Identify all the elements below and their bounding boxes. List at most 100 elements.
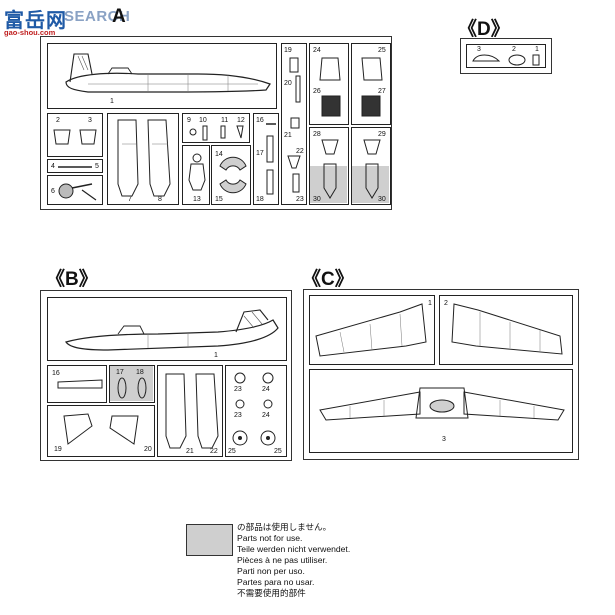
part-number: 10 [199, 117, 207, 124]
part-number: 1 [110, 98, 114, 105]
part-number: 24 [262, 412, 270, 419]
part-number: 27 [378, 88, 386, 95]
sprue-a-bay-4-5: 4 5 [47, 159, 103, 173]
part-number: 23 [296, 196, 304, 203]
watermark-url: gao-shou.com [4, 28, 56, 37]
sprue-a-bay-7-8: 7 8 [107, 113, 179, 205]
fuselage-outline-b [65, 309, 279, 351]
sprue-b-bay-16: 16 [47, 365, 107, 403]
part-number: 12 [237, 117, 245, 124]
canopy-parts-drawing [472, 54, 540, 66]
part-number: 25 [274, 448, 282, 455]
parts-28-30-drawing [321, 139, 339, 199]
sprue-b-frame: 1 16 17 18 19 20 21 22 [40, 290, 292, 461]
part-number: 19 [284, 47, 292, 54]
part-number: 1 [428, 300, 432, 307]
sprue-d-frame: 3 2 1 [460, 38, 552, 74]
part-number: 16 [52, 370, 60, 377]
part-number: 18 [256, 196, 264, 203]
part-number: 9 [187, 117, 191, 124]
not-for-use-shading [310, 166, 347, 203]
part-number: 2 [444, 300, 448, 307]
sprue-a-bay-25-27: 25 27 [351, 43, 391, 125]
part-number: 14 [215, 151, 223, 158]
parts-4-5-drawing [58, 166, 92, 168]
fuselage-outline-a [65, 53, 271, 93]
part-6-drawing [58, 183, 97, 201]
part-number: 15 [215, 196, 223, 203]
part-number: 4 [51, 163, 55, 170]
parts-21-22-drawing [165, 373, 219, 449]
legend-line-it: Parti non per uso. [237, 566, 305, 576]
legend-text: の部品は使用しません。 Parts not for use. Teile wer… [237, 522, 350, 599]
sprue-c-frame: 1 2 3 [303, 289, 579, 460]
sprue-a-bay-28-30: 28 30 [309, 127, 349, 205]
part-number: 23 [234, 412, 242, 419]
part-number: 20 [144, 446, 152, 453]
sprue-b-label: 《B》 [46, 269, 98, 290]
wing-left-drawing [315, 303, 427, 357]
wing-right-drawing [451, 303, 563, 355]
watermark-logo: 富岳网 SEARCH gao-shou.com [4, 4, 204, 37]
sprue-b-bay-17-18: 17 18 [109, 365, 155, 403]
part-number: 30 [313, 196, 321, 203]
sprue-c-label: 《C》 [302, 269, 354, 290]
sprue-a-bay-2-3: 2 3 [47, 113, 103, 157]
not-for-use-shading [352, 166, 389, 203]
part-number: 1 [535, 46, 539, 53]
part-number: 28 [313, 131, 321, 138]
legend-line-fr: Pièces à ne pas utiliser. [237, 555, 328, 565]
part-number: 13 [193, 196, 201, 203]
legend-line-zh: 不需要使用的部件 [237, 588, 306, 598]
watermark-brand: 富岳网 [4, 8, 67, 32]
legend-line-ja: の部品は使用しません。 [237, 522, 332, 532]
parts-2-3-drawing [53, 129, 97, 145]
lower-wing-drawing [319, 387, 565, 421]
sprue-b-fuselage-bay: 1 [47, 297, 287, 361]
part-number: 6 [51, 188, 55, 195]
part-number: 25 [378, 47, 386, 54]
sprue-c-bay-3: 3 [309, 369, 573, 453]
sprue-d-label: 《D》 [458, 19, 510, 40]
part-number: 11 [221, 117, 229, 124]
part-number: 2 [512, 46, 516, 53]
sprue-b-bay-23-25: 23 24 23 24 25 25 [225, 365, 287, 457]
sprue-c-bay-1: 1 [309, 295, 435, 365]
sprue-a-bay-29-30: 29 30 [351, 127, 391, 205]
part-number: 23 [234, 386, 242, 393]
parts-24-26-drawing [319, 57, 341, 117]
pilot-figure-drawing [188, 153, 206, 191]
not-for-use-swatch [186, 524, 233, 556]
part-number: 20 [284, 80, 292, 87]
part-number: 17 [256, 150, 264, 157]
sprue-a-bay-14-15: 14 15 [211, 145, 251, 205]
sprue-d-canopy-bay: 3 2 1 [466, 44, 546, 68]
part-number: 5 [95, 163, 99, 170]
part-number: 19 [54, 446, 62, 453]
part-number: 21 [284, 132, 292, 139]
parts-19-20-drawing [63, 413, 139, 445]
part-number: 22 [210, 448, 218, 455]
sprue-b-bay-19-20: 19 20 [47, 405, 155, 457]
part-number: 22 [296, 148, 304, 155]
parts-19-23-drawing [287, 57, 301, 193]
sprue-a-frame: 1 2 3 4 5 6 7 8 9 [40, 36, 392, 210]
part-number: 24 [313, 47, 321, 54]
parts-14-15-drawing [219, 156, 247, 194]
legend-line-de: Teile werden nicht verwendet. [237, 544, 351, 554]
part-number: 7 [128, 196, 132, 203]
part-number: 30 [378, 196, 386, 203]
parts-16-18-drawing [266, 123, 276, 195]
legend-line-es: Partes para no usar. [237, 577, 315, 587]
part-number: 2 [56, 117, 60, 124]
parts-9-12-drawing [189, 125, 244, 141]
part-number: 3 [88, 117, 92, 124]
part-number: 18 [136, 369, 144, 376]
sprue-c-bay-2: 2 [439, 295, 573, 365]
part-number: 21 [186, 448, 194, 455]
sprue-a-bay-6: 6 [47, 175, 103, 205]
sprue-a-bay-19-23: 19 20 21 22 23 [281, 43, 307, 205]
part-number: 16 [256, 117, 264, 124]
sprue-b-bay-21-22: 21 22 [157, 365, 223, 457]
part-number: 25 [228, 448, 236, 455]
